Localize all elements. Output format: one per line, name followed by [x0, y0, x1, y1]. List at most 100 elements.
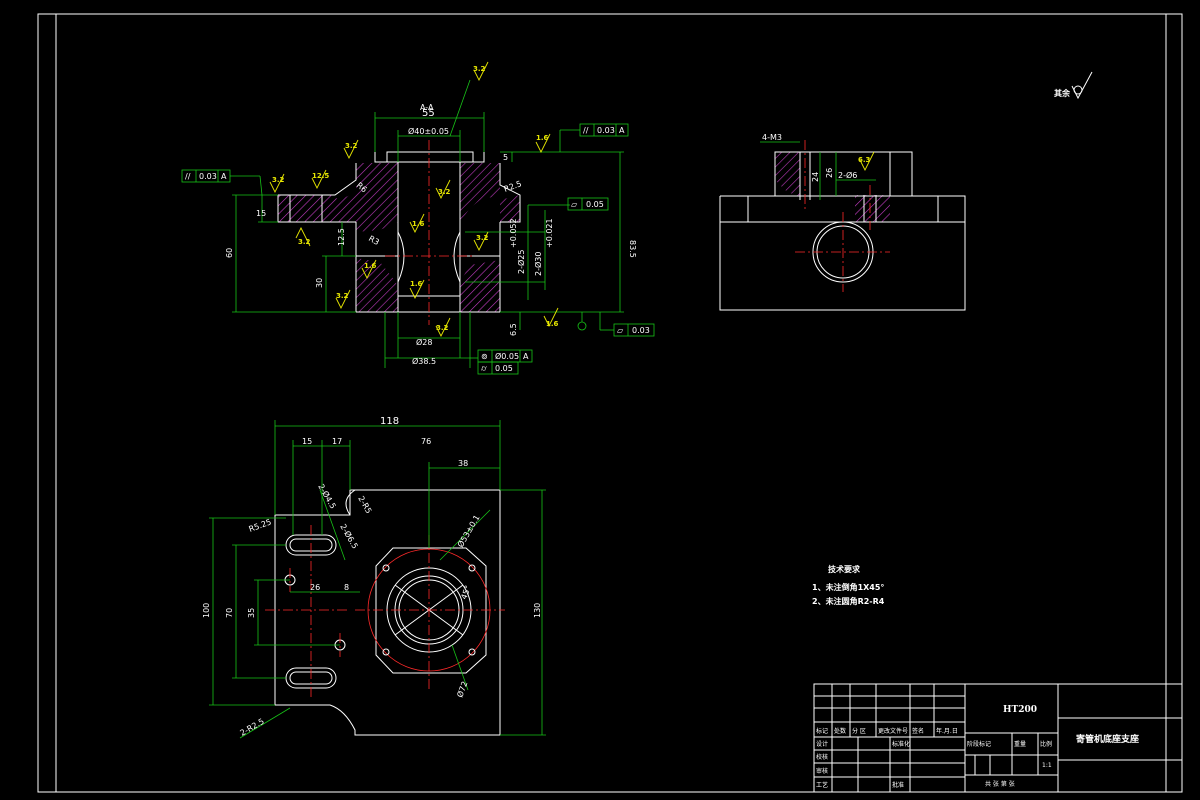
top-dim-38: 38	[458, 459, 468, 468]
top-dim-2-r5: 2-R5	[356, 495, 373, 516]
part-name: 寄管机底座支座	[1076, 733, 1139, 745]
dim-phi38-5: Ø38.5	[412, 356, 436, 366]
svg-text:1.6: 1.6	[364, 262, 377, 270]
top-dim-118: 118	[380, 416, 399, 427]
title-block: HT200 寄管机底座支座 标记 处数 分 区 更改文件号 签名 年.月.日 设…	[813, 683, 1183, 793]
tb-row-label-0: 标记	[816, 727, 828, 735]
dim-r3: R3	[367, 234, 381, 247]
dim-12-5: 12.5	[337, 228, 346, 246]
svg-text:Ø0.05: Ø0.05	[495, 351, 519, 361]
top-dim-17: 17	[332, 437, 342, 446]
material-text: HT200	[1003, 705, 1037, 715]
top-dim-100: 100	[202, 603, 211, 618]
section-label: A-A	[420, 103, 434, 112]
svg-text:3.2: 3.2	[272, 176, 285, 184]
dim-30: 30	[315, 278, 324, 288]
top-dim-r5-25: R5.25	[248, 517, 273, 533]
tb-row-label-2: 分 区	[852, 727, 866, 735]
tb-row-label-4: 签名	[912, 727, 924, 735]
tech-notes-title: 技术要求	[828, 564, 861, 574]
tb-row-label-5: 年.月.日	[936, 727, 958, 735]
svg-text:3.2: 3.2	[438, 188, 451, 196]
svg-text:3.2: 3.2	[298, 238, 311, 246]
tolerance-frame-bottom-right: ▱ 0.03	[600, 323, 655, 337]
svg-text:3.2: 3.2	[436, 324, 449, 332]
svg-text:A: A	[523, 352, 529, 361]
tech-note-2: 2、未注圆角R2-R4	[812, 596, 885, 606]
svg-text:⌭: ⌭	[481, 364, 487, 373]
tb-row-label-1: 处数	[834, 727, 846, 735]
side-view: 4-M3 24 26 2-Ø6 6.3	[719, 133, 966, 311]
tb-approve-label: 批准	[892, 781, 904, 789]
top-view: 118 15 17 76 38 26 8 100 70 35 130 R5.25…	[202, 416, 546, 739]
top-dim-2-r2-5: 2-R2.5	[239, 717, 266, 738]
tb-left-label-0: 设计	[816, 740, 828, 748]
tolerance-frame-right: ▱ 0.05	[567, 197, 609, 211]
side-dim-26: 26	[825, 168, 834, 178]
tech-note-1: 1、未注倒角1X45°	[812, 582, 884, 592]
top-dim-35: 35	[247, 608, 256, 618]
svg-text:3.2: 3.2	[476, 234, 489, 242]
dim-83-5: 83.5	[628, 240, 637, 258]
dim-bore-40: Ø40±0.05	[408, 126, 449, 136]
svg-text:3.2: 3.2	[336, 292, 349, 300]
svg-text:0.03: 0.03	[597, 126, 615, 135]
tb-weight-label: 重量	[1014, 740, 1026, 748]
svg-text:⊚: ⊚	[481, 352, 488, 361]
svg-text:0.03: 0.03	[632, 326, 650, 335]
tb-std-label: 标准化	[892, 740, 910, 748]
tb-stage-label: 阶段标记	[967, 740, 991, 748]
svg-text:0.05: 0.05	[586, 200, 604, 209]
drawing-frame	[37, 13, 1183, 793]
top-dim-76: 76	[421, 437, 431, 446]
dim-2-phi25: 2-Ø25	[516, 250, 526, 274]
svg-text://: //	[583, 126, 589, 135]
corner-roughness-note: 其余	[1054, 71, 1093, 100]
front-section-view: A-A 55 Ø40±0.05 5 15 60 12.5 30 83.5 6.5…	[181, 61, 655, 375]
tb-left-label-2: 审核	[816, 767, 828, 775]
dim-6-5: 6.5	[509, 323, 518, 336]
dim-15: 15	[256, 209, 266, 218]
top-dim-15: 15	[302, 437, 312, 446]
dim-2-phi30-tol: +0.021	[545, 218, 554, 248]
dim-phi28: Ø28	[416, 337, 432, 347]
dim-2-phi30: 2-Ø30	[533, 252, 543, 276]
dim-60: 60	[225, 248, 234, 258]
top-dim-2-phi4-5: 2-Ø4.5	[316, 482, 338, 510]
roughness-symbols-front: 3.2 3.2 3.2 12.5 3.2 1.6 3.2 1.6 1.6 3.2…	[269, 61, 559, 338]
tolerance-frame-bottom: ⊚ Ø0.05 A ⌭ 0.05	[470, 349, 533, 375]
top-dim-2-phi6-5: 2-Ø6.5	[338, 522, 360, 550]
top-dim-pcd: Ø53±0.1	[455, 513, 482, 549]
top-dim-130: 130	[533, 603, 542, 618]
svg-text:A: A	[619, 126, 625, 135]
svg-text:12.5: 12.5	[312, 172, 329, 180]
tolerance-frame-left: // 0.03 A	[181, 169, 263, 196]
svg-text:0.03: 0.03	[199, 172, 217, 181]
svg-text:A: A	[221, 172, 227, 181]
svg-text:▱: ▱	[617, 326, 624, 335]
tb-left-label-3: 工艺	[816, 781, 828, 789]
tb-scale-value: 1:1	[1042, 762, 1052, 769]
svg-text:1.6: 1.6	[410, 280, 423, 288]
side-dim-24: 24	[811, 172, 820, 182]
side-dim-2-phi6: 2-Ø6	[838, 170, 857, 180]
tb-row-label-3: 更改文件号	[878, 727, 908, 735]
top-dim-70: 70	[225, 608, 234, 618]
side-roughness: 6.3	[858, 156, 871, 164]
svg-text://: //	[185, 172, 191, 181]
tb-sheet-info: 共 张 第 张	[985, 780, 1015, 788]
side-dim-4-m3: 4-M3	[762, 133, 782, 142]
svg-text:1.6: 1.6	[412, 220, 425, 228]
top-dim-26: 26	[310, 583, 320, 592]
dim-55: 55	[422, 108, 435, 119]
dim-2-phi25-tol: +0.052	[509, 218, 518, 248]
svg-text:3.2: 3.2	[473, 65, 486, 73]
tb-left-label-1: 校核	[816, 753, 828, 761]
svg-text:1.6: 1.6	[546, 320, 559, 328]
tb-scale-label: 比例	[1040, 740, 1052, 748]
technical-notes: 技术要求 1、未注倒角1X45° 2、未注圆角R2-R4	[812, 564, 885, 606]
top-dim-phi72: Ø72	[454, 680, 469, 699]
tolerance-frame-top: // 0.03 A	[559, 123, 629, 152]
svg-text:1.6: 1.6	[536, 134, 549, 142]
top-dim-8: 8	[344, 583, 349, 592]
